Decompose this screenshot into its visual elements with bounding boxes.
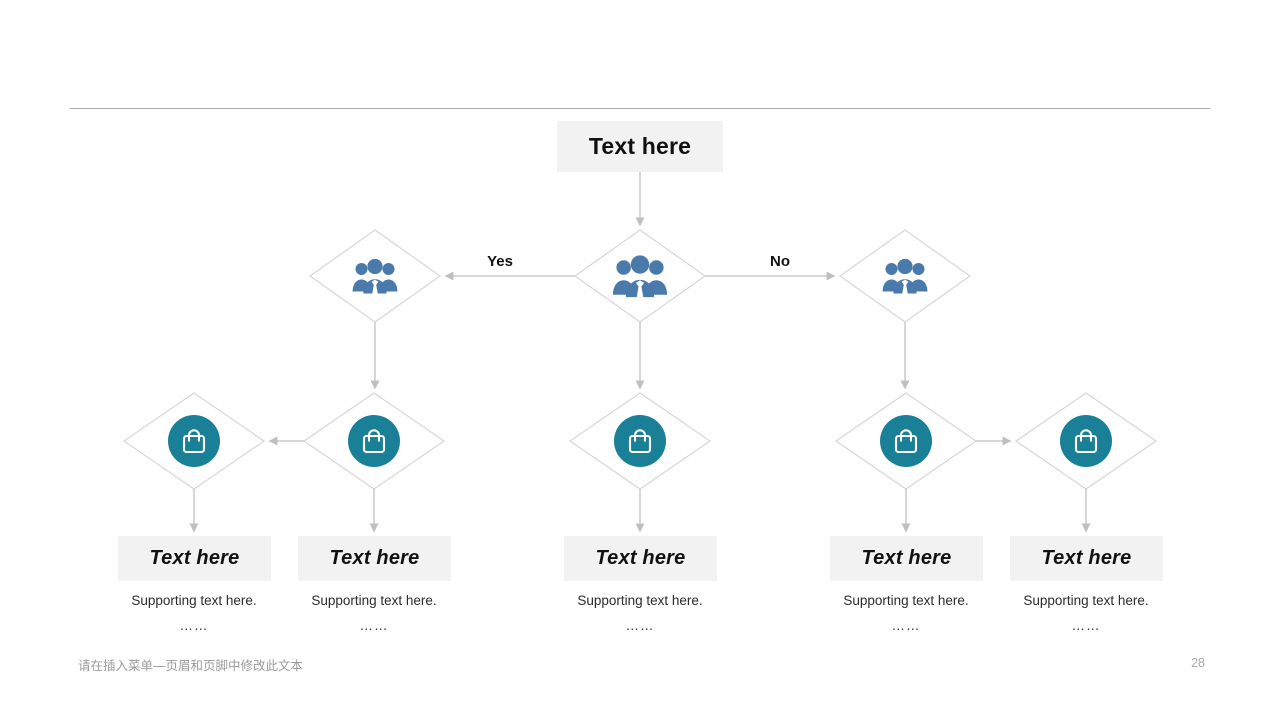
action-node-2[interactable] — [304, 393, 444, 489]
header-divider — [70, 108, 1210, 109]
leaf-ellipsis-4: …… — [891, 618, 921, 633]
action-node-1[interactable] — [124, 393, 264, 489]
leaf-title-box-5[interactable]: Text here — [1010, 536, 1163, 581]
decision-node-center[interactable] — [575, 230, 705, 322]
leaf-ellipsis-5: …… — [1071, 618, 1101, 633]
leaf-title-box-2[interactable]: Text here — [298, 536, 451, 581]
head-title-box[interactable]: Text here — [557, 121, 723, 172]
page-number: 28 — [1191, 656, 1205, 670]
shopping-bag-icon — [348, 415, 400, 467]
leaf-support-text-2: Supporting text here. — [311, 593, 437, 608]
people-group-icon — [881, 258, 929, 294]
shopping-bag-icon — [614, 415, 666, 467]
leaf-title-box-1[interactable]: Text here — [118, 536, 271, 581]
head-title-label: Text here — [588, 133, 692, 159]
edge-label-yes: Yes — [487, 253, 513, 270]
leaf-title-label: Text here — [329, 547, 420, 569]
leaf-ellipsis-2: …… — [359, 618, 389, 633]
people-group-icon — [351, 258, 399, 294]
leaf-title-box-3[interactable]: Text here — [564, 536, 717, 581]
shopping-bag-icon — [1060, 415, 1112, 467]
action-node-4[interactable] — [836, 393, 976, 489]
leaf-support-text-3: Supporting text here. — [577, 593, 703, 608]
leaf-ellipsis-3: …… — [625, 618, 655, 633]
people-group-icon — [611, 254, 669, 298]
action-node-3[interactable] — [570, 393, 710, 489]
leaf-support-text-1: Supporting text here. — [131, 593, 257, 608]
shopping-bag-icon — [168, 415, 220, 467]
footer-note: 请在插入菜单—页眉和页脚中修改此文本 — [78, 659, 304, 673]
decision-node-right[interactable] — [840, 230, 970, 322]
leaf-title-label: Text here — [595, 547, 686, 569]
shopping-bag-icon — [880, 415, 932, 467]
decision-node-left[interactable] — [310, 230, 440, 322]
leaf-ellipsis-1: …… — [179, 618, 209, 633]
leaf-title-label: Text here — [861, 547, 952, 569]
leaf-title-label: Text here — [149, 547, 240, 569]
action-node-5[interactable] — [1016, 393, 1156, 489]
leaf-title-label: Text here — [1041, 547, 1132, 569]
leaf-title-box-4[interactable]: Text here — [830, 536, 983, 581]
leaf-support-text-5: Supporting text here. — [1023, 593, 1149, 608]
edge-label-no: No — [770, 253, 790, 270]
leaf-support-text-4: Supporting text here. — [843, 593, 969, 608]
